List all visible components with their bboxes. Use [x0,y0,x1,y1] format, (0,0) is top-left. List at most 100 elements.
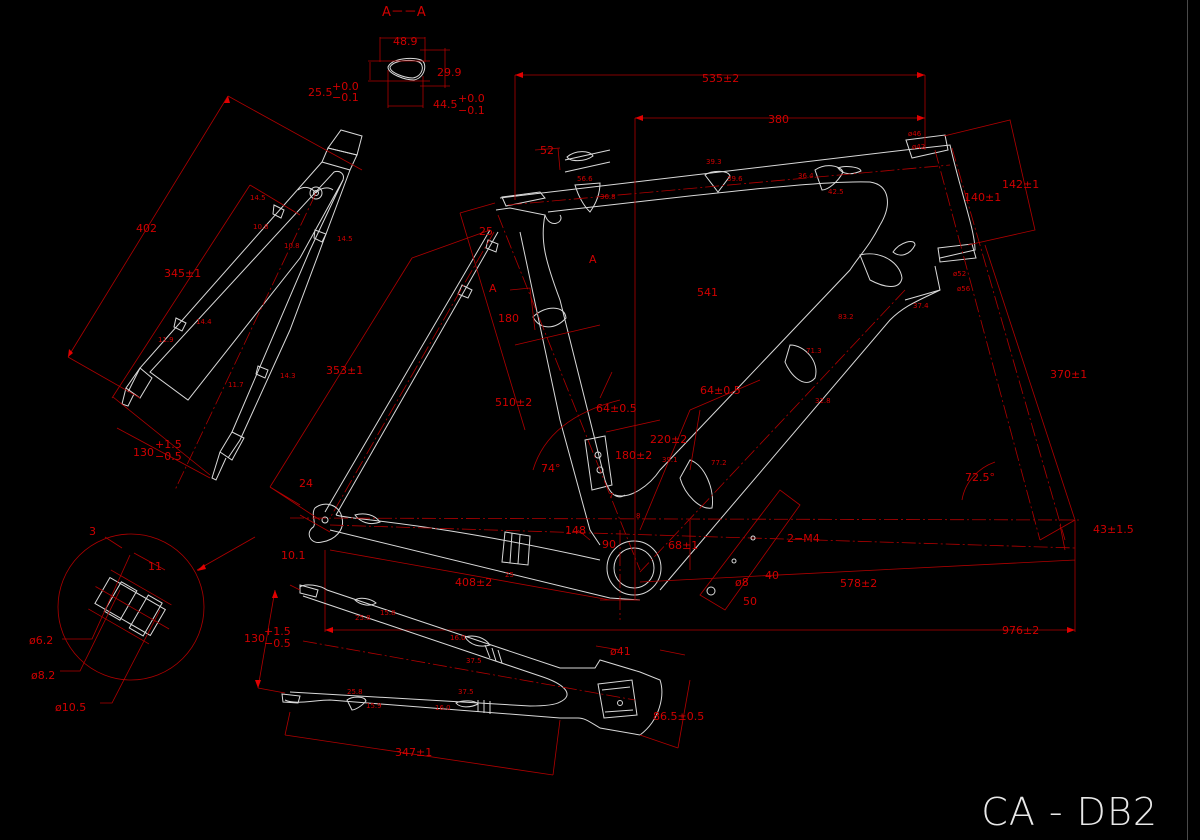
rear-c1: 15.8 [380,609,396,617]
dim-tt3: 39.3 [706,158,722,166]
dim-wheelbase: 976±2 [1002,624,1039,637]
head-angle: 72.5° [965,471,995,484]
fork-spacing-plus: +1.5 [155,438,182,451]
rear-stays-view: 15.8 25.8 16.0 37.5 130 +1.5 −0.5 ø41 25… [244,584,704,776]
section-mark-a1: A [489,282,497,295]
dim-tt5: 36.4 [798,172,814,180]
dim-8: 8 [636,512,640,520]
dim-bb-drop: 68±1 [668,539,698,552]
dim-ht-top-inner: ø42 [912,143,925,151]
dim-dt2: 83.2 [838,313,854,321]
section-width: 48.9 [393,35,418,48]
detail-11: 11 [148,560,162,573]
section-b-tol-minus: −0.1 [458,104,485,117]
fork-h2: 10.8 [284,242,300,250]
dim-dt-bottle: 220±2 [650,433,687,446]
rear-spacing-minus: −0.5 [264,637,291,650]
fork-view: 402 345±1 14.5 10.8 10.8 14.5 14.4 11.9 … [67,95,363,491]
dim-ht-len: 140±1 [964,191,1001,204]
dim-top-reach: 380 [768,113,789,126]
rear-c4: 37.5 [466,657,482,665]
dim-ht-bot-inner: ø52 [953,270,966,278]
dim-phi8: ø8 [735,576,749,589]
dim-dt1: 37.4 [913,302,929,310]
section-title: A－－A [382,5,426,20]
detail-phi82: ø8.2 [31,669,55,682]
fork-w4: 14.3 [280,372,296,380]
rear-c5: 25.8 [347,688,363,696]
rear-bb-dia: ø41 [610,645,631,658]
dim-ht-top-outer: ø46 [908,130,922,138]
dim-50: 50 [743,595,757,608]
section-mark-a2: A [589,253,597,266]
dim-seatstay: 353±1 [326,364,363,377]
rear-c6: 15.9 [366,702,382,710]
dim-fork-len: 370±1 [1050,368,1087,381]
dim-reach-total: 535±2 [702,72,739,85]
dim-bottle1: 64±0.5 [596,402,637,415]
rear-spacing-plus: +1.5 [264,625,291,638]
dim-st-cut: 180 [498,312,519,325]
sheet-border [1187,0,1188,840]
section-a-a: A－－A 48.9 29.9 25.5 +0.0 −0.1 44.5 +0.0 … [308,5,485,117]
section-a-tol-plus: +0.0 [332,80,359,93]
dim-chainstay: 408±2 [455,576,492,589]
rear-c8: 16.0 [435,704,451,712]
rear-length: 347±1 [395,746,432,759]
frame-side-view: 535±2 380 52 56.6 36.8 39.3 39.6 36.4 42… [269,72,1134,637]
section-height: 29.9 [437,66,462,79]
fork-w3: 14.4 [196,318,212,326]
section-a: 25.5 [308,86,333,99]
rear-spacing: 130 [244,632,265,645]
fork-spacing-minus: −0.5 [155,450,182,463]
dim-seattube: 510±2 [495,396,532,409]
rear-c7: 37.5 [458,688,474,696]
dim-dropout: 10.1 [281,549,306,562]
fork-length: 402 [136,222,157,235]
dim-ht-len2: 142±1 [1002,178,1039,191]
dim-st-bottle: 180±2 [615,449,652,462]
dim-m4: 2−M4 [787,532,820,545]
dim-tt6: 42.5 [828,188,844,196]
section-b-tol-plus: +0.0 [458,92,485,105]
fork-w1: 14.5 [250,194,266,202]
dim-dt3: 71.3 [806,347,822,355]
dim-tt4: 39.6 [727,175,743,183]
dim-dt6: 77.2 [711,459,727,467]
rear-c2: 25.8 [355,614,371,622]
detail-phi62: ø6.2 [29,634,53,647]
dim-90: 90 [602,538,616,551]
dim-tt1: 56.6 [577,175,593,183]
dim-148: 148 [565,524,586,537]
dim-ss-width: 24 [299,477,313,490]
drawing-title: CA - DB2 [981,790,1158,834]
dim-ht-bot-outer: ø56 [957,285,971,293]
dim-7: 7 [609,492,613,500]
dim-dt4: 32.8 [815,397,831,405]
seat-angle: 74° [541,462,561,475]
fork-h3: 11.9 [158,336,174,344]
dim-52: 52 [540,144,554,157]
dim-dt5: 39.1 [662,456,678,464]
section-b: 44.5 [433,98,458,111]
fork-w2: 14.5 [337,235,353,243]
fork-h4: 11.7 [228,381,244,389]
detail-phi105: ø10.5 [55,701,86,714]
dim-st-top: 25 [479,225,493,238]
fork-axle-crown: 345±1 [164,267,201,280]
dim-bottle2: 64±0.5 [700,384,741,397]
rear-bb-width: 86.5±0.5 [653,710,704,723]
dim-offset: 43±1.5 [1093,523,1134,536]
dim-front-center: 578±2 [840,577,877,590]
dim-tt2: 36.8 [600,193,616,201]
dim-40: 40 [765,569,779,582]
dim-stack: 541 [697,286,718,299]
section-a-tol-minus: −0.1 [332,91,359,104]
dim-cs25: 25 [505,571,514,579]
detail-view: 3 11 ø6.2 ø8.2 ø10.5 [29,525,256,714]
fork-h1: 10.8 [253,223,269,231]
detail-3: 3 [89,525,96,538]
fork-spacing: 130 [133,446,154,459]
